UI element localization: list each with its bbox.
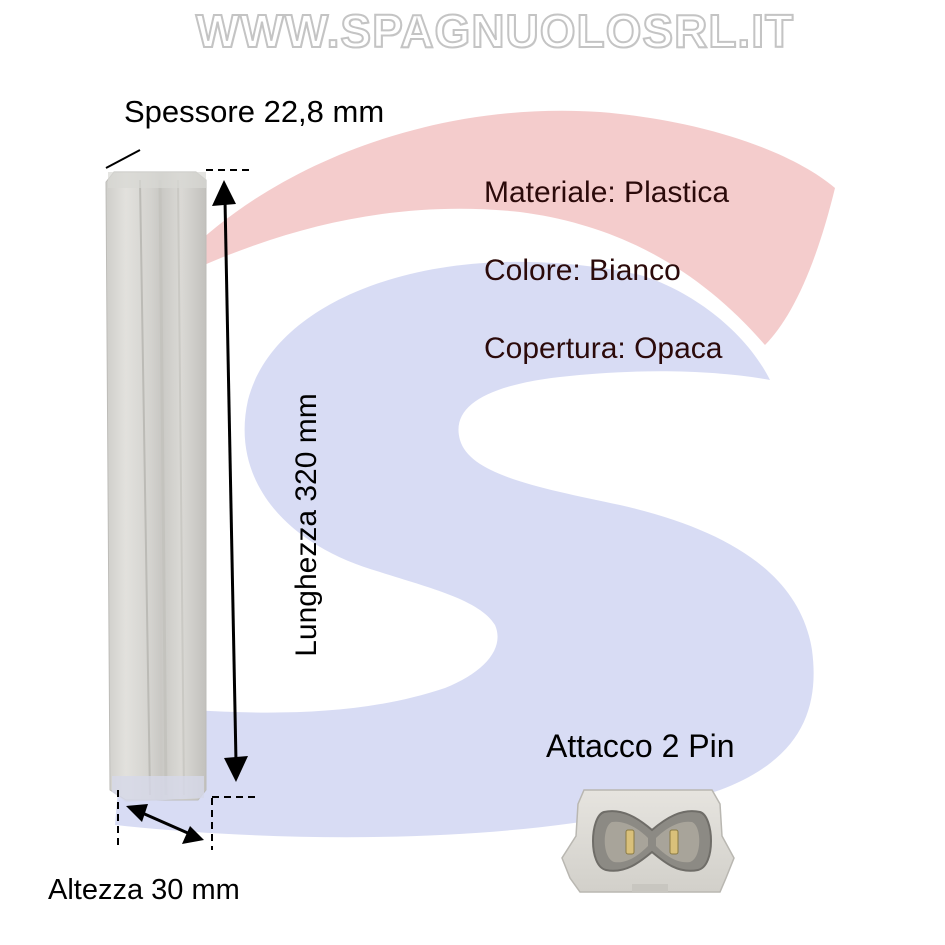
height-label: Altezza 30 mm bbox=[48, 874, 240, 906]
logo-red-swoosh bbox=[155, 110, 835, 345]
spec-material: Materiale: Plastica bbox=[484, 176, 730, 209]
spec-coating: Copertura: Opaca bbox=[484, 332, 723, 365]
led-tube-profile-icon bbox=[105, 171, 207, 802]
spec-color: Colore: Bianco bbox=[484, 254, 681, 287]
two-pin-connector-icon bbox=[561, 789, 735, 893]
website-watermark: WWW.SPAGNUOLOSRL.IT bbox=[195, 5, 795, 57]
logo-blue-s bbox=[115, 261, 814, 838]
height-arrow-icon bbox=[126, 804, 204, 844]
thickness-label: Spessore 22,8 mm bbox=[124, 94, 385, 129]
connector-label: Attacco 2 Pin bbox=[546, 728, 735, 764]
length-arrow-icon bbox=[212, 180, 248, 782]
length-label: Lunghezza 320 mm bbox=[290, 393, 323, 657]
thickness-marker bbox=[105, 149, 141, 169]
